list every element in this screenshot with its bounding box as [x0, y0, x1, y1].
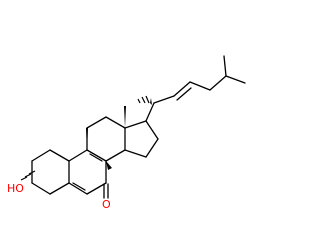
hashed-bond: [24, 173, 32, 178]
bond: [189, 81, 211, 91]
bond: [105, 116, 126, 129]
hashed-bond: [145, 95, 150, 104]
bond: [49, 149, 70, 162]
hydroxyl-label: HO: [7, 182, 24, 195]
bond: [49, 182, 70, 195]
bond: [68, 149, 88, 162]
bond: [124, 149, 147, 158]
wedge-bond: [124, 106, 126, 128]
bond: [86, 116, 107, 129]
bond: [145, 120, 159, 140]
bond: [68, 182, 88, 195]
bond: [31, 182, 51, 195]
bond: [31, 149, 51, 162]
molecule-canvas: HO O: [7, 55, 246, 211]
bond: [72, 182, 86, 191]
bond: [86, 182, 107, 195]
hashed-bond: [20, 176, 28, 181]
ketone-oxygen-label: O: [102, 198, 111, 211]
bond: [223, 55, 227, 77]
bond: [86, 149, 107, 162]
wedge-bond: [86, 128, 88, 150]
hashed-bond: [137, 98, 141, 104]
wedge-bond: [150, 98, 152, 105]
bond: [145, 102, 155, 122]
bond: [209, 75, 227, 91]
bond: [89, 153, 103, 162]
wedge-bond: [106, 161, 112, 170]
bond: [173, 81, 191, 97]
bond: [153, 95, 175, 104]
bond: [225, 75, 246, 84]
hashed-bond: [141, 96, 146, 104]
bond: [124, 120, 147, 129]
molecule-structure: HO O: [7, 55, 246, 211]
bond: [176, 87, 192, 101]
hashed-bond: [28, 170, 36, 175]
bond: [105, 149, 126, 162]
bond: [145, 138, 159, 158]
